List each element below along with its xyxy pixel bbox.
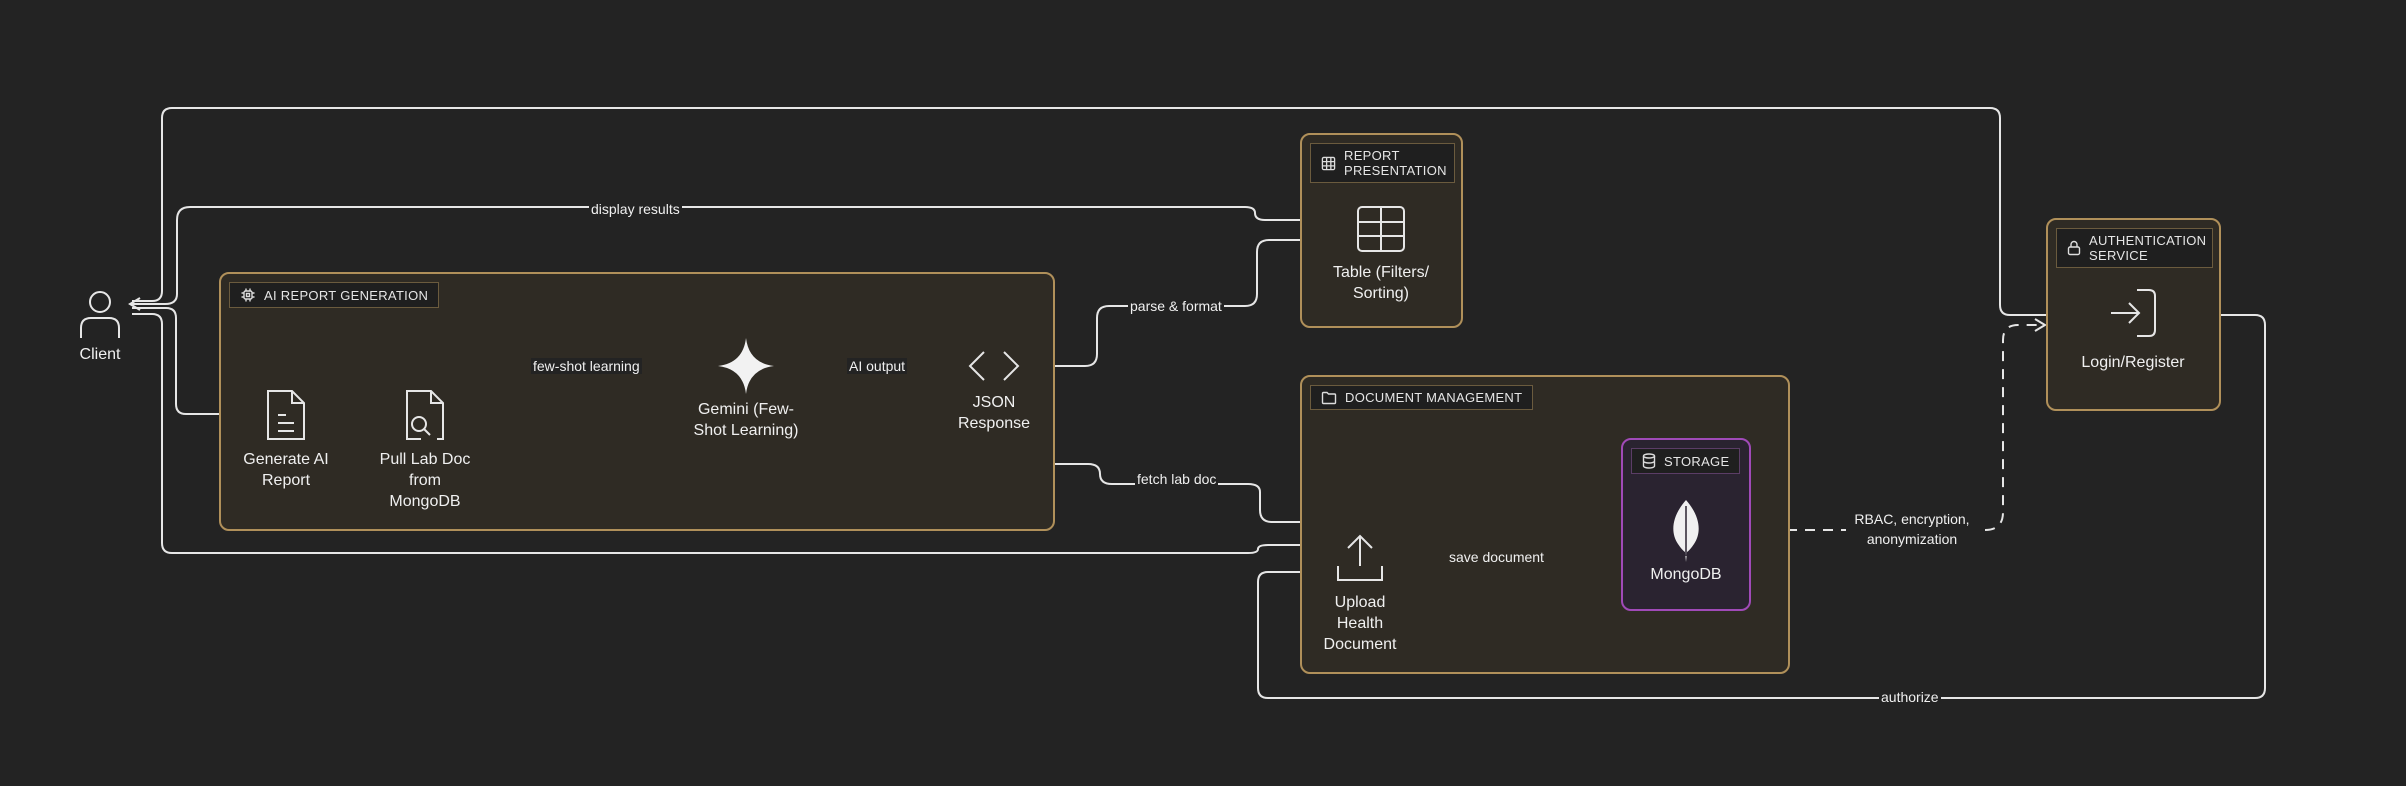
group-storage-title: STORAGE (1664, 453, 1730, 469)
group-ai-report-generation-title: AI REPORT GENERATION (264, 287, 429, 303)
database-icon (1642, 453, 1656, 469)
node-upload[interactable]: Upload Health Document (1314, 532, 1406, 655)
node-login[interactable]: Login/Register (2077, 288, 2189, 373)
user-icon (80, 291, 120, 338)
group-ai-report-generation-tag: AI REPORT GENERATION (229, 282, 440, 308)
lock-icon (2067, 240, 2081, 256)
edge-label-parse-format: parse & format (1128, 298, 1224, 314)
table-icon (1357, 206, 1405, 252)
node-table-label: Table (Filters/Sorting) (1332, 264, 1430, 302)
table-icon (1321, 156, 1336, 170)
group-document-management: DOCUMENT MANAGEMENT (1300, 375, 1790, 674)
edge-label-ai-output: AI output (847, 358, 908, 374)
edge-label-display-results: display results (589, 201, 682, 217)
node-pull-lab-doc[interactable]: Pull Lab Doc from MongoDB (373, 387, 477, 512)
group-storage-tag: STORAGE (1631, 448, 1741, 474)
code-icon (968, 351, 1020, 381)
document-icon (267, 390, 305, 440)
group-document-management-title: DOCUMENT MANAGEMENT (1345, 390, 1523, 405)
node-mongodb-label: MongoDB (1650, 566, 1722, 583)
edge-authorize (1257, 314, 2266, 699)
node-mongodb[interactable]: MongoDB (1636, 498, 1736, 585)
group-report-presentation-title-1: REPORT (1344, 148, 1400, 163)
edge-label-few-shot: few-shot learning (531, 358, 642, 374)
node-json-response-label: JSON Response (957, 394, 1031, 432)
edge-label-fetch-lab-doc: fetch lab doc (1135, 471, 1219, 487)
edge-client-generate (132, 307, 259, 421)
upload-icon (1337, 534, 1383, 581)
folder-icon (1321, 391, 1337, 404)
node-generate-ai-report[interactable]: Generate AI Report (234, 387, 338, 491)
edge-client-upload (132, 313, 1334, 554)
node-table[interactable]: Table (Filters/Sorting) (1328, 204, 1434, 304)
node-gemini-label: Gemini (Few-Shot Learning) (693, 401, 799, 439)
group-document-management-tag: DOCUMENT MANAGEMENT (1310, 385, 1534, 410)
edge-label-save-document: save document (1447, 549, 1546, 565)
node-client[interactable]: Client (60, 288, 140, 365)
login-icon (2111, 289, 2156, 337)
file-search-icon (406, 390, 444, 440)
sparkle-icon (718, 338, 774, 394)
node-json-response[interactable]: JSON Response (944, 346, 1044, 434)
edge-client-login (132, 107, 2107, 322)
node-login-label: Login/Register (2081, 354, 2185, 371)
node-pull-lab-doc-label: Pull Lab Doc from MongoDB (379, 451, 471, 510)
group-ai-report-generation: AI REPORT GENERATION (219, 272, 1055, 531)
edge-label-authorize: authorize (1879, 689, 1941, 705)
node-client-label: Client (79, 346, 121, 363)
edge-rbac (1715, 318, 2047, 531)
node-generate-ai-report-label: Generate AI Report (243, 451, 329, 489)
node-upload-label: Upload Health Document (1323, 594, 1397, 653)
leaf-icon (1673, 500, 1699, 562)
group-authentication-service-title-1: AUTHENTICATION (2089, 233, 2207, 248)
group-authentication-service-title-2: SERVICE (2089, 248, 2148, 263)
group-report-presentation-title-2: PRESENTATION (1344, 163, 1447, 178)
edge-label-rbac: RBAC, encryption, anonymization (1846, 509, 1978, 549)
edge-display-results (128, 206, 1352, 311)
node-gemini[interactable]: Gemini (Few-Shot Learning) (686, 336, 806, 441)
chip-icon (241, 288, 255, 302)
